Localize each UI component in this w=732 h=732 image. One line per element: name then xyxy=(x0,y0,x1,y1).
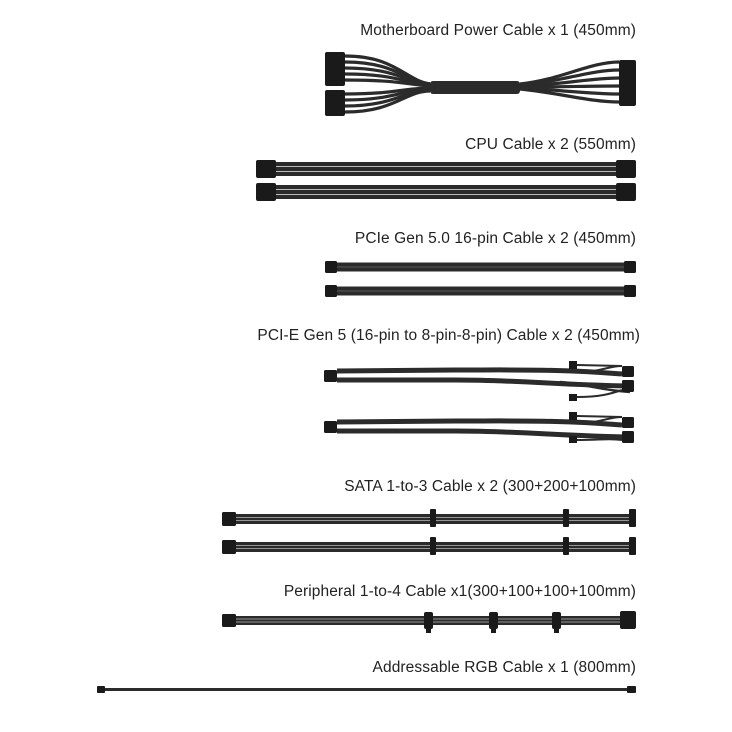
cpu-cables xyxy=(256,160,636,201)
pcie-16pin-cable xyxy=(325,261,636,273)
cpu-cable-label: CPU Cable x 2 (550mm) xyxy=(465,136,636,153)
pcie-16pin-cable-label: PCIe Gen 5.0 16-pin Cable x 2 (450mm) xyxy=(354,230,636,247)
cpu-cable xyxy=(256,183,636,201)
pcie-split-cables xyxy=(324,361,634,443)
pcie-16pin-cable xyxy=(325,285,636,297)
pcie-split-cable-label: PCI-E Gen 5 (16-pin to 8-pin-8-pin) Cabl… xyxy=(257,327,640,344)
motherboard-cable-sleeve xyxy=(430,81,520,94)
motherboard-connector-24pin xyxy=(619,60,636,106)
motherboard-cable xyxy=(325,52,636,116)
peripheral-cable xyxy=(222,611,636,633)
sata-cable-label: SATA 1-to-3 Cable x 2 (300+200+100mm) xyxy=(344,478,636,495)
peripheral-cable-label: Peripheral 1-to-4 Cable x1(300+100+100+1… xyxy=(283,583,636,600)
pcie-split-cable xyxy=(324,361,634,401)
sata-cable xyxy=(222,537,636,555)
argb-cable xyxy=(97,686,636,693)
cpu-cable xyxy=(256,160,636,178)
argb-cable-label: Addressable RGB Cable x 1 (800mm) xyxy=(372,659,636,676)
motherboard-connector-20pin xyxy=(325,52,345,86)
sata-cables xyxy=(222,509,636,555)
sata-cable xyxy=(222,509,636,527)
motherboard-connector-4pin xyxy=(325,90,345,116)
motherboard-cable-label: Motherboard Power Cable x 1 (450mm) xyxy=(360,22,636,39)
pcie-split-cable xyxy=(324,412,634,443)
pcie-16pin-cables xyxy=(325,261,636,297)
